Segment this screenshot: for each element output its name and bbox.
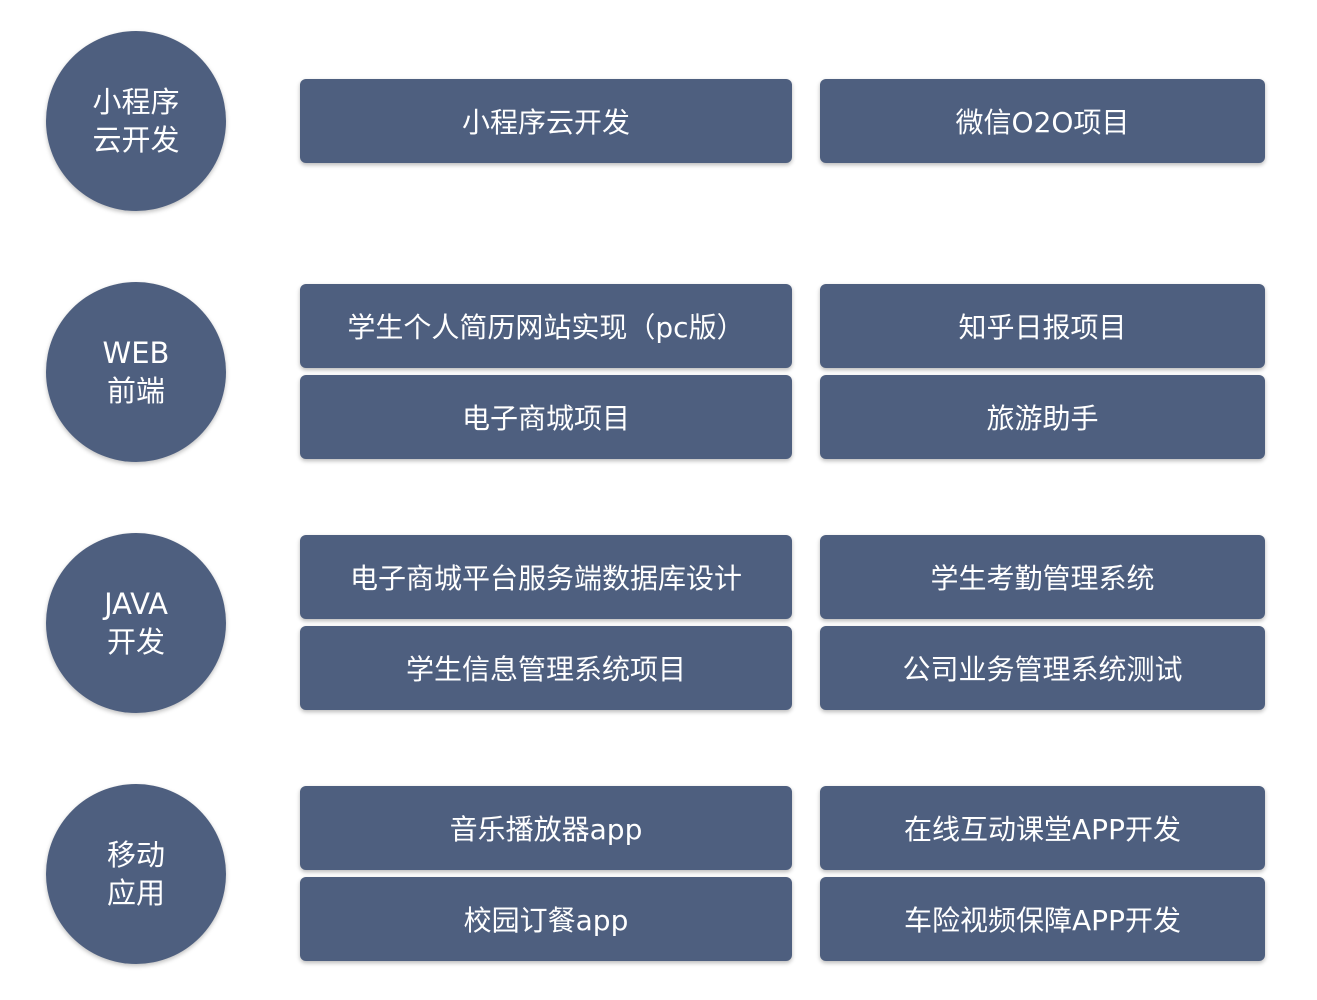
project-box: 知乎日报项目 [820,284,1265,368]
category-node-web: WEB 前端 [46,282,226,462]
project-label: 公司业务管理系统测试 [902,653,1183,686]
category-label-line: 小程序 [92,85,180,119]
project-box: 电子商城平台服务端数据库设计 [300,535,792,619]
project-label: 电子商城平台服务端数据库设计 [349,562,742,595]
project-label: 在线互动课堂APP开发 [904,813,1181,846]
project-box: 微信O2O项目 [820,79,1265,163]
category-label-line: 前端 [106,374,165,408]
category-label-line: WEB [102,336,170,370]
category-label-line: 开发 [106,625,165,659]
project-label: 微信O2O项目 [955,106,1130,139]
project-box: 校园订餐app [300,877,792,961]
category-label-line: 移动 [106,838,165,872]
category-node-mobile: 移动 应用 [46,784,226,964]
project-box: 公司业务管理系统测试 [820,626,1265,710]
project-box: 学生信息管理系统项目 [300,626,792,710]
project-label: 旅游助手 [986,402,1099,435]
project-box: 学生个人简历网站实现（pc版） [300,284,792,368]
project-box: 旅游助手 [820,375,1265,459]
project-label: 学生个人简历网站实现（pc版） [347,311,745,344]
category-label-line: JAVA [104,587,168,621]
project-box: 电子商城项目 [300,375,792,459]
project-label: 车险视频保障APP开发 [904,904,1181,937]
project-box: 在线互动课堂APP开发 [820,786,1265,870]
project-label: 知乎日报项目 [958,311,1127,344]
project-label: 音乐播放器app [449,813,643,846]
project-label: 电子商城项目 [461,402,630,435]
category-node-java: JAVA 开发 [46,533,226,713]
project-label: 小程序云开发 [461,106,630,139]
project-box: 车险视频保障APP开发 [820,877,1265,961]
project-box: 小程序云开发 [300,79,792,163]
project-box: 学生考勤管理系统 [820,535,1265,619]
project-label: 学生信息管理系统项目 [405,653,686,686]
category-label-line: 云开发 [92,123,180,157]
project-label: 学生考勤管理系统 [930,562,1155,595]
project-label: 校园订餐app [463,904,629,937]
category-label-line: 应用 [106,876,165,910]
category-node-miniprogram: 小程序 云开发 [46,31,226,211]
project-box: 音乐播放器app [300,786,792,870]
